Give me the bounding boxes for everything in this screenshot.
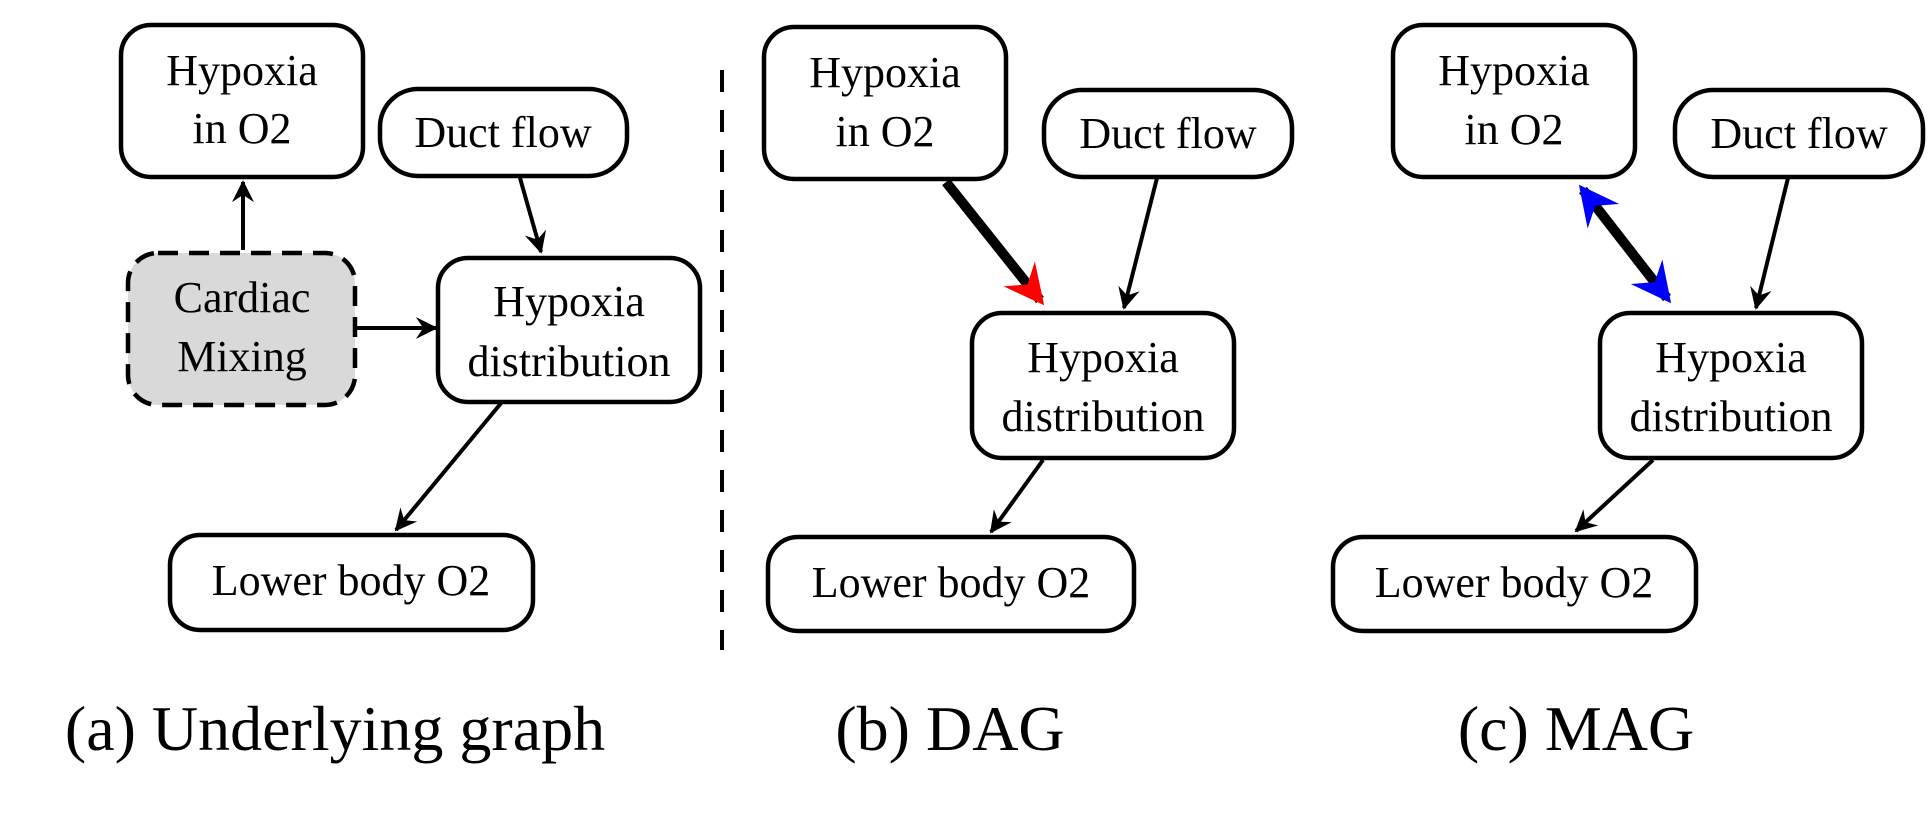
- node-label-line1: Hypoxia: [1438, 46, 1590, 95]
- panel-a: Hypoxia in O2 Duct flow Cardiac Mixing H…: [65, 22, 703, 764]
- node-label: Duct flow: [414, 108, 591, 157]
- node-label-line2: Mixing: [177, 332, 307, 381]
- node-label-line2: distribution: [1630, 392, 1833, 441]
- node-label-line1: Hypoxia: [809, 48, 961, 97]
- panel-b: Hypoxia in O2 Duct flow Hypoxia distribu…: [761, 24, 1295, 764]
- node-label: Lower body O2: [1375, 558, 1654, 607]
- node-label-line1: Hypoxia: [493, 277, 645, 326]
- node-label: Lower body O2: [212, 556, 491, 605]
- edge-c-hypoxia-o2-bidirected-hypoxia-distribution: [1578, 184, 1672, 304]
- node-label-line2: in O2: [1465, 105, 1564, 154]
- node-label: Duct flow: [1079, 109, 1256, 158]
- edge-c-duct-flow-to-hypoxia-distribution: [1750, 177, 1790, 310]
- node-a-cardiac-mixing: Cardiac Mixing: [125, 250, 358, 408]
- node-label-line2: in O2: [193, 104, 292, 153]
- edge-a-duct-flow-to-hypoxia-distribution: [518, 177, 547, 254]
- node-c-duct-flow: Duct flow: [1672, 87, 1926, 180]
- node-c-hypoxia-distribution: Hypoxia distribution: [1597, 310, 1865, 461]
- edge-a-hypoxia-distribution-to-lower-body: [394, 400, 504, 532]
- node-a-duct-flow: Duct flow: [377, 86, 630, 179]
- node-a-hypoxia-distribution: Hypoxia distribution: [435, 255, 703, 405]
- node-b-duct-flow: Duct flow: [1041, 87, 1295, 180]
- node-c-lower-body-o2: Lower body O2: [1330, 534, 1699, 634]
- node-label: Duct flow: [1710, 109, 1887, 158]
- node-c-hypoxia-o2: Hypoxia in O2: [1390, 22, 1638, 180]
- edge-b-hypoxia-distribution-to-lower-body: [989, 458, 1045, 534]
- node-b-lower-body-o2: Lower body O2: [765, 534, 1137, 634]
- node-label-line1: Hypoxia: [1027, 333, 1179, 382]
- node-b-hypoxia-distribution: Hypoxia distribution: [969, 310, 1237, 461]
- node-label-line1: Hypoxia: [1655, 333, 1807, 382]
- panel-caption: (b) DAG: [835, 693, 1064, 764]
- node-label-line2: in O2: [836, 107, 935, 156]
- panel-caption: (c) MAG: [1458, 693, 1694, 764]
- node-label-line2: distribution: [1002, 392, 1205, 441]
- edge-c-hypoxia-distribution-to-lower-body: [1574, 458, 1655, 533]
- node-b-hypoxia-o2: Hypoxia in O2: [761, 24, 1009, 182]
- edge-b-hypoxia-o2-to-hypoxia-distribution: [942, 178, 1045, 306]
- node-a-lower-body-o2: Lower body O2: [167, 532, 536, 633]
- panel-c: Hypoxia in O2 Duct flow Hypoxia distribu…: [1330, 22, 1926, 764]
- node-label: Lower body O2: [812, 558, 1091, 607]
- edge-b-duct-flow-to-hypoxia-distribution: [1118, 177, 1159, 310]
- node-label-line1: Cardiac: [174, 273, 311, 322]
- node-label-line1: Hypoxia: [166, 46, 318, 95]
- node-a-hypoxia-o2: Hypoxia in O2: [118, 22, 366, 180]
- panel-caption: (a) Underlying graph: [65, 693, 605, 764]
- node-label-line2: distribution: [468, 337, 671, 386]
